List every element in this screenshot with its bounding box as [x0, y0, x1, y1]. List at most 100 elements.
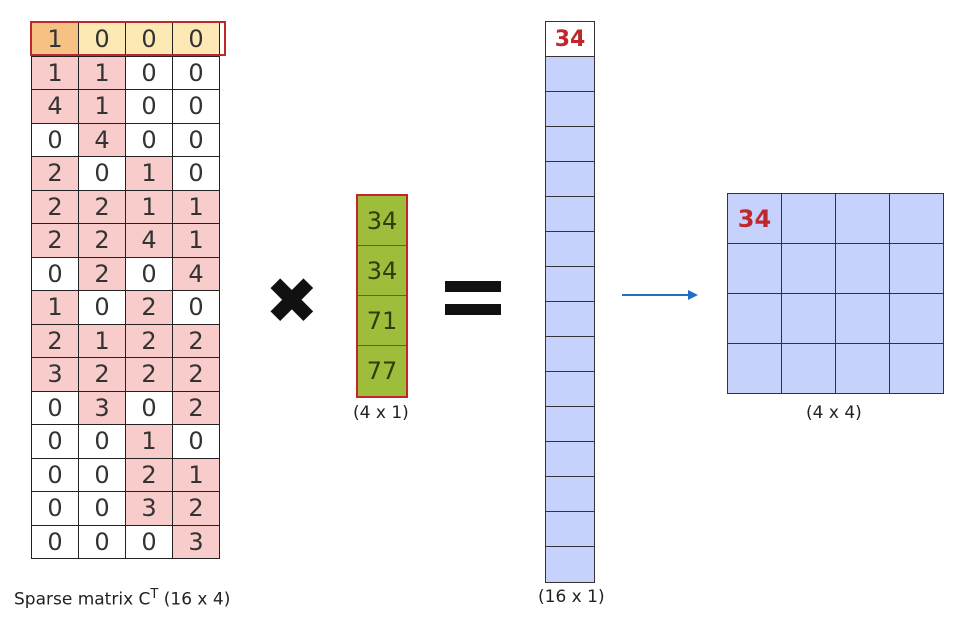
result-column: 34	[545, 21, 595, 583]
matrix-cell: 0	[172, 89, 220, 124]
matrix-cell: 0	[125, 122, 173, 157]
matrix-cell: 0	[172, 55, 220, 90]
matrix-cell: 0	[172, 424, 220, 459]
result-caption: (16 x 1)	[538, 587, 605, 607]
matrix-cell: 4	[31, 89, 79, 124]
vector-cell: 34	[358, 246, 406, 296]
matrix-cell: 3	[78, 390, 126, 425]
matrix-cell: 0	[78, 491, 126, 526]
caption-suffix: (16 x 4)	[158, 589, 231, 610]
matrix-cell: 1	[125, 156, 173, 191]
matrix-cell: 0	[31, 390, 79, 425]
grid-cell	[781, 243, 836, 294]
output-grid-caption: (4 x 4)	[806, 403, 862, 423]
caption-prefix: Sparse matrix C	[14, 589, 151, 610]
matrix-cell: 1	[78, 323, 126, 358]
matrix-cell: 3	[125, 491, 173, 526]
matrix-cell: 2	[172, 491, 220, 526]
grid-cell	[781, 193, 836, 244]
matrix-cell: 0	[31, 256, 79, 291]
matrix-cell: 1	[172, 457, 220, 492]
vector-cell: 77	[358, 346, 406, 396]
result-cell	[546, 302, 594, 337]
grid-cell	[835, 293, 890, 344]
multiply-icon: ✖	[265, 265, 319, 339]
grid-cell	[727, 293, 782, 344]
result-cell	[546, 267, 594, 302]
matrix-cell: 2	[31, 189, 79, 224]
result-cell	[546, 57, 594, 92]
matrix-cell: 2	[172, 323, 220, 358]
grid-cell	[835, 193, 890, 244]
matrix-cell: 3	[31, 357, 79, 392]
matrix-cell: 0	[125, 390, 173, 425]
matrix-cell: 0	[31, 457, 79, 492]
grid-cell	[835, 343, 890, 394]
grid-row: 34	[727, 193, 944, 244]
matrix-cell: 0	[125, 89, 173, 124]
grid-cell	[835, 243, 890, 294]
matrix-cell: 2	[125, 457, 173, 492]
matrix-cell: 2	[125, 290, 173, 325]
result-cell: 34	[546, 22, 594, 57]
grid-cell	[889, 293, 944, 344]
equals-bar-top	[445, 281, 501, 292]
matrix-cell: 0	[172, 22, 220, 57]
matrix-cell: 0	[78, 156, 126, 191]
grid-cell	[727, 243, 782, 294]
output-grid: 34	[727, 193, 944, 394]
grid-row	[727, 293, 944, 344]
result-cell	[546, 162, 594, 197]
matrix-cell: 0	[78, 524, 126, 559]
matrix-cell: 0	[78, 424, 126, 459]
matrix-cell: 1	[78, 55, 126, 90]
result-cell	[546, 337, 594, 372]
result-cell	[546, 477, 594, 512]
matrix-cell: 2	[31, 156, 79, 191]
equals-bar-bottom	[445, 304, 501, 315]
matrix-cell: 4	[78, 122, 126, 157]
matrix-cell: 1	[125, 424, 173, 459]
matrix-cell: 1	[31, 290, 79, 325]
matrix-cell: 0	[125, 256, 173, 291]
matrix-cell: 4	[125, 223, 173, 258]
result-cell	[546, 407, 594, 442]
result-cell	[546, 127, 594, 162]
vector-cell: 71	[358, 296, 406, 346]
matrix-cell: 1	[125, 189, 173, 224]
matrix-cell: 0	[172, 122, 220, 157]
grid-cell	[889, 343, 944, 394]
matrix-cell: 2	[125, 323, 173, 358]
result-cell	[546, 92, 594, 127]
grid-cell	[781, 293, 836, 344]
matrix-cell: 2	[172, 390, 220, 425]
vector-cell: 34	[358, 196, 406, 246]
matrix-cell: 2	[125, 357, 173, 392]
matrix-cell: 0	[125, 22, 173, 57]
matrix-cell: 2	[78, 256, 126, 291]
matrix-cell: 0	[125, 55, 173, 90]
grid-row	[727, 243, 944, 294]
matrix-cell: 1	[31, 55, 79, 90]
matrix-cell: 1	[172, 189, 220, 224]
result-cell	[546, 547, 594, 582]
matrix-cell: 1	[31, 22, 79, 57]
matrix-cell: 2	[78, 357, 126, 392]
equals-icon	[445, 281, 501, 315]
right-arrow-icon	[622, 290, 698, 300]
matrix-cell: 3	[172, 524, 220, 559]
grid-cell	[889, 243, 944, 294]
